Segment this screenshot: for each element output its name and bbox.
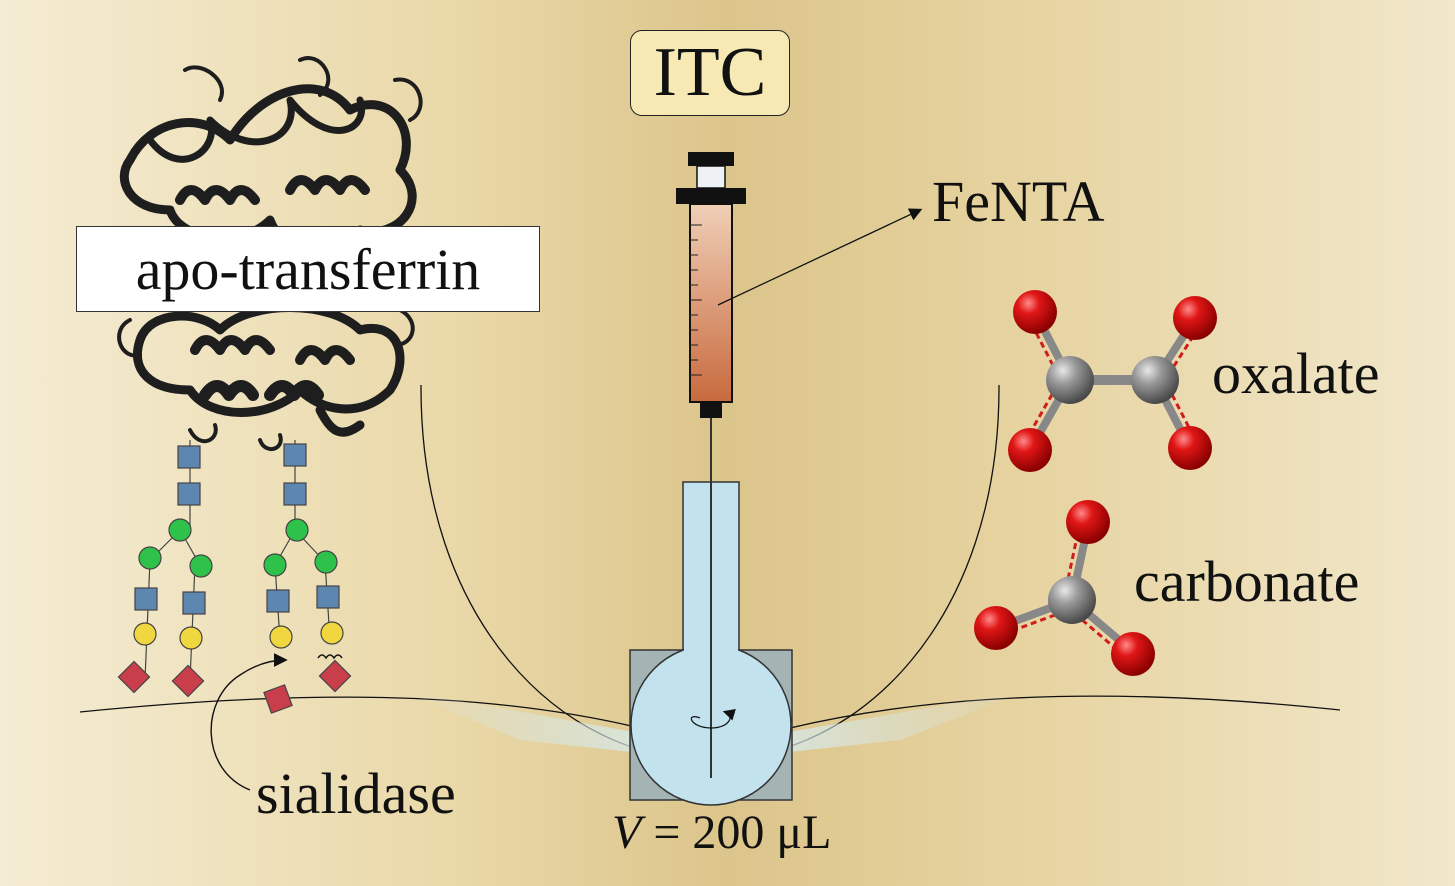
beam-left — [400, 690, 705, 760]
calorimeter-cell-icon — [629, 418, 793, 806]
sialidase-arrow — [210, 653, 288, 791]
glycan-chain-icon — [117, 440, 352, 714]
carbonate-molecule-icon — [974, 500, 1155, 676]
oxalate-label: oxalate — [1212, 341, 1380, 406]
syringe-icon — [676, 152, 746, 418]
protein-label: apo-transferrin — [76, 226, 540, 312]
itc-title: ITC — [630, 30, 790, 116]
sialidase-label: sialidase — [256, 761, 456, 826]
volume-symbol: V — [612, 806, 642, 859]
beam-right — [715, 690, 1030, 760]
fenta-pointer — [717, 208, 923, 306]
carbonate-label: carbonate — [1134, 549, 1360, 614]
volume-label: V = 200 μL — [612, 805, 831, 860]
stir-arrow-icon — [690, 709, 736, 729]
oxalate-molecule-icon — [1008, 290, 1217, 472]
volume-value: = 200 μL — [653, 806, 832, 859]
transferrin-ribbon-icon — [117, 56, 423, 451]
membrane-line — [79, 695, 1341, 729]
titrant-label: FeNTA — [932, 169, 1105, 234]
